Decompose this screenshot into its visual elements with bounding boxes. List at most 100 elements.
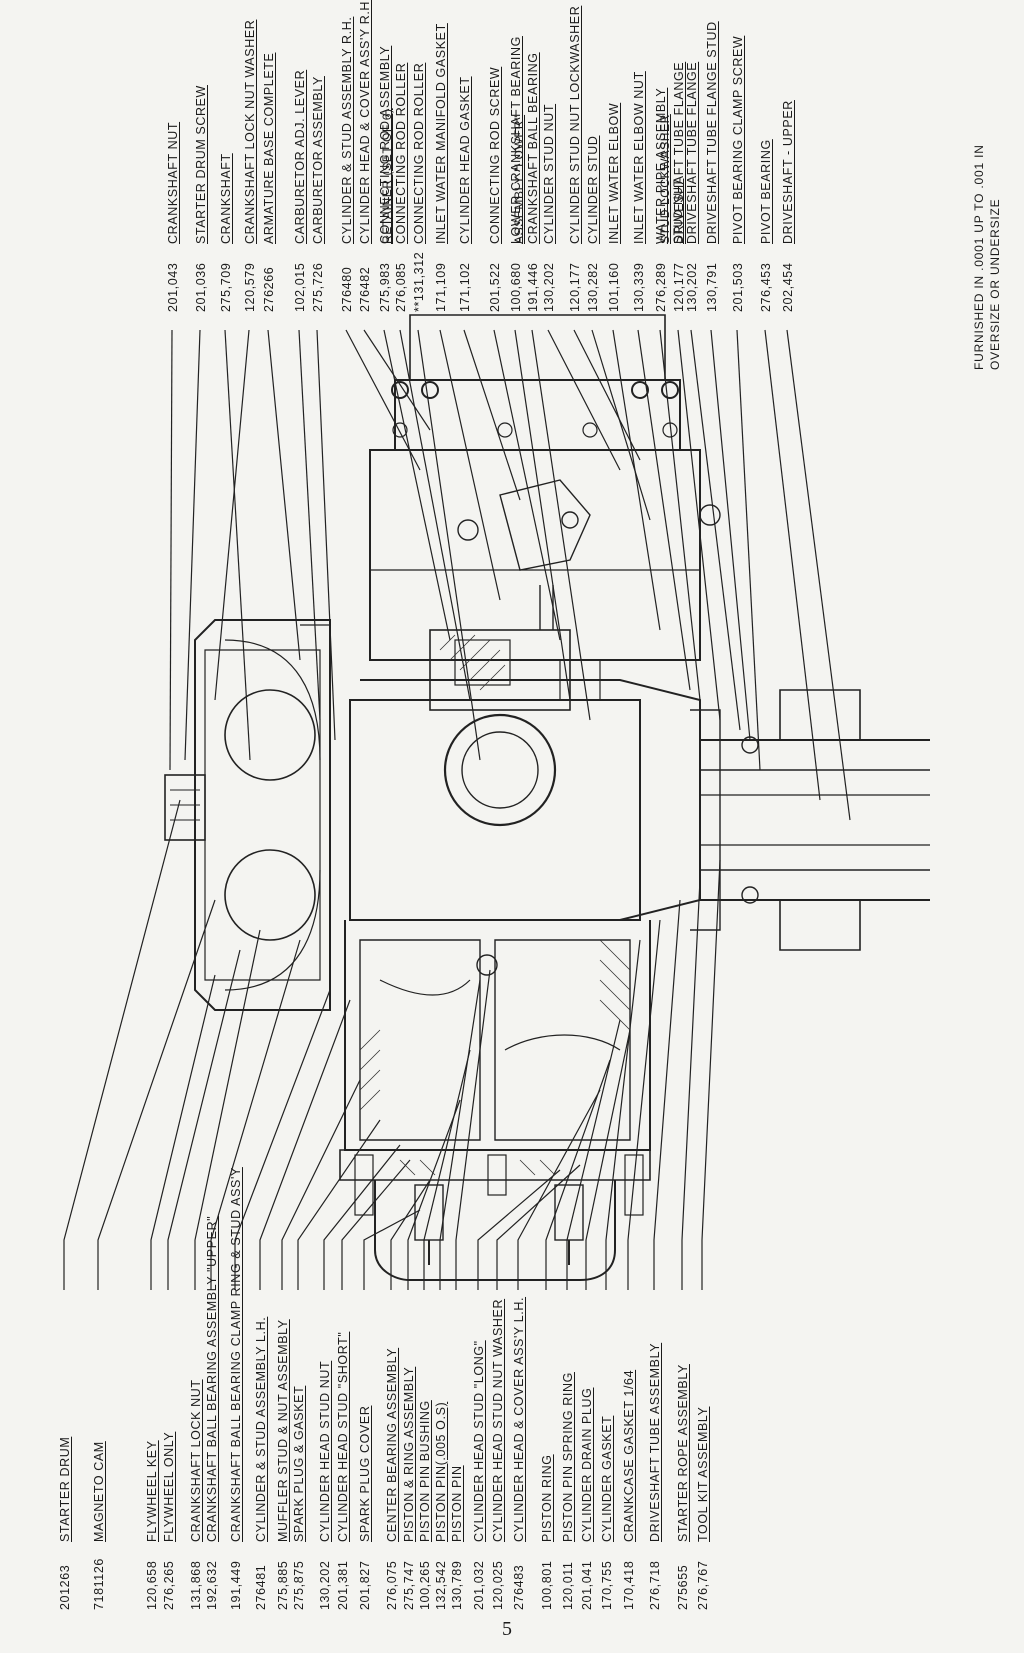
- part-name: CYLINDER STUD NUT LOCKWASHER: [568, 5, 582, 244]
- part-name: CONNECTING ROD ROLLER: [394, 62, 408, 244]
- left-part-label: 120,658FLYWHEEL KEY: [145, 1440, 159, 1610]
- part-name: CONNECTING ROD SCREW: [488, 66, 502, 244]
- part-number: 120,177: [568, 262, 582, 312]
- part-name: FLYWHEEL KEY: [145, 1440, 159, 1542]
- part-name: PIVOT BEARING: [759, 139, 773, 244]
- part-name: SPARK PLUG COVER: [358, 1405, 372, 1543]
- part-name: ARMATURE BASE COMPLETE: [262, 52, 276, 244]
- part-name: CARBURETOR ASSEMBLY: [311, 76, 325, 244]
- part-number: 202,454: [781, 262, 795, 312]
- right-part-label-extra: STUD NUT: [671, 178, 685, 244]
- left-part-label: 201,381CYLINDER HEAD STUD "SHORT": [336, 1332, 350, 1610]
- part-number: 276266: [262, 266, 276, 312]
- left-part-label: 276,265FLYWHEEL ONLY: [162, 1432, 176, 1610]
- part-number: 101,160: [607, 262, 621, 312]
- part-name: CYLINDER & STUD ASSEMBLY R.H.: [340, 16, 354, 244]
- part-name: DRIVESHAFT TUBE ASSEMBLY: [648, 1342, 662, 1542]
- left-part-label: 276,718 DRIVESHAFT TUBE ASSEMBLY: [648, 1343, 662, 1610]
- right-part-label-extra: RETAINER (SET OF 6): [380, 108, 394, 244]
- left-part-label: 132,542PISTON PIN(.005 O.S): [434, 1402, 448, 1610]
- left-part-label: 131,868CRANKSHAFT LOCK NUT: [189, 1379, 203, 1610]
- left-part-label: 276,767TOOL KIT ASSEMBLY: [696, 1407, 710, 1610]
- part-name: INLET WATER MANIFOLD GASKET: [434, 23, 448, 244]
- left-part-label: 100,801PISTON RING: [540, 1454, 554, 1610]
- part-name: CRANKSHAFT LOCK NUT WASHER: [243, 19, 257, 244]
- left-part-label: 192,632CRANKSHAFT BALL BEARING ASSEMBLY …: [205, 1216, 219, 1610]
- part-name: MUFFLER STUD & NUT ASSEMBLY: [276, 1319, 290, 1542]
- right-part-label: 275,726CARBURETOR ASSEMBLY: [311, 76, 325, 312]
- part-number: 171,102: [458, 262, 472, 312]
- part-number: 201,503: [731, 262, 745, 312]
- part-number: 130,202: [318, 1560, 332, 1610]
- part-number: 276,289: [654, 262, 668, 312]
- left-part-label: 7181126MAGNETO CAM: [92, 1441, 106, 1610]
- part-number: 130,202: [542, 262, 556, 312]
- part-name: CARBURETOR ADJ. LEVER: [293, 69, 307, 244]
- left-part-label: 120,011PISTON PIN SPRING RING: [561, 1372, 575, 1610]
- part-number: 276,718: [648, 1560, 662, 1610]
- left-part-label: 100,265PISTON PIN BUSHING: [418, 1400, 432, 1610]
- part-number: 7181126: [92, 1558, 106, 1610]
- part-number: 275,875: [292, 1560, 306, 1610]
- part-name: CRANKSHAFT NUT: [166, 121, 180, 244]
- part-number: 120,177: [672, 262, 686, 312]
- left-part-label: 130,789PISTON PIN: [450, 1465, 464, 1610]
- part-number: 130,202: [685, 262, 699, 312]
- right-part-label: 201,043CRANKSHAFT NUT: [166, 122, 180, 312]
- flywheel-housing: [164, 619, 331, 1011]
- part-number: 201,041: [580, 1560, 594, 1610]
- cylinder-block-lower: [339, 920, 651, 1281]
- left-part-label: 275,747PISTON & RING ASSEMBLY: [402, 1367, 416, 1610]
- part-name: CYLINDER STUD NUT: [542, 103, 556, 244]
- part-number: 201,827: [358, 1560, 372, 1610]
- part-name: CRANKCASE GASKET 1/64: [622, 1369, 636, 1542]
- driveshaft-tube: [690, 689, 930, 951]
- left-part-label: 275,875 SPARK PLUG & GASKET: [292, 1386, 306, 1610]
- right-part-label: 275,709CRANKSHAFT: [219, 153, 233, 312]
- right-part-label: 276480 CYLINDER & STUD ASSEMBLY R.H.: [340, 17, 354, 312]
- part-number: 276482: [358, 266, 372, 312]
- left-part-label: 170,755 CYLINDER GASKET: [600, 1416, 614, 1610]
- part-name: CRANKSHAFT BALL BEARING: [526, 52, 540, 244]
- cylinder-block-upper: [369, 314, 721, 661]
- part-number: 276,085: [394, 262, 408, 312]
- part-name: INLET WATER ELBOW: [607, 102, 621, 244]
- part-number: 276480: [340, 266, 354, 312]
- part-name: INLET WATER ELBOW NUT: [632, 71, 646, 244]
- part-number: 130,282: [586, 262, 600, 312]
- right-part-label: 130,282CYLINDER STUD: [586, 135, 600, 312]
- part-name: CYLINDER & STUD ASSEMBLY L.H.: [254, 1316, 268, 1542]
- part-number: 171,109: [434, 262, 448, 312]
- part-name: PISTON PIN(.005 O.S): [434, 1401, 448, 1542]
- part-name: CYLINDER GASKET: [600, 1415, 614, 1542]
- part-name: CRANKSHAFT LOCK NUT: [189, 1379, 203, 1542]
- part-name: SPARK PLUG & GASKET: [292, 1385, 306, 1542]
- part-number: 100,680: [509, 262, 523, 312]
- part-number: 276,767: [696, 1560, 710, 1610]
- right-part-label-extra: ASSEMBLY "LOWER": [512, 114, 526, 244]
- right-part-label: 130,791DRIVESHAFT TUBE FLANGE STUD: [705, 21, 719, 312]
- part-number: 276,265: [162, 1560, 176, 1610]
- right-part-label: 191,446CRANKSHAFT BALL BEARING: [526, 52, 540, 312]
- right-part-label: 130,202DRIVESHAFT TUBE FLANGE: [685, 62, 699, 312]
- left-part-label: 201,041CYLINDER DRAIN PLUG: [580, 1388, 594, 1611]
- part-number: 275,709: [219, 262, 233, 312]
- right-part-label: 276482CYLINDER HEAD & COVER ASS'Y R.H.: [358, 0, 372, 312]
- part-number: 120,011: [561, 1561, 575, 1610]
- part-name: CYLINDER HEAD STUD NUT: [318, 1360, 332, 1542]
- right-part-label: **131,312CONNECTING ROD ROLLER: [412, 63, 426, 312]
- part-name: CRANKSHAFT BALL BEARING CLAMP RING & STU…: [229, 1167, 243, 1542]
- part-number: 170,755: [600, 1560, 614, 1610]
- part-number: 191,449: [229, 1560, 243, 1610]
- section-hatching: [359, 634, 631, 1176]
- left-part-label: 275655STARTER ROPE ASSEMBLY: [676, 1364, 690, 1610]
- part-number: 276483: [512, 1564, 526, 1610]
- part-name: CYLINDER HEAD STUD "LONG": [472, 1340, 486, 1542]
- left-part-label: 276,075CENTER BEARING ASSEMBLY: [385, 1348, 399, 1610]
- part-number: 130,339: [632, 262, 646, 312]
- crankcase: [349, 585, 701, 921]
- part-name: PIVOT BEARING CLAMP SCREW: [731, 35, 745, 244]
- footnote-line-2: OVERSIZE OR UNDERSIZE: [988, 198, 1002, 371]
- part-name: CYLINDER HEAD STUD "SHORT": [336, 1331, 350, 1542]
- left-part-label: 191,449 CRANKSHAFT BALL BEARING CLAMP RIN…: [229, 1167, 243, 1610]
